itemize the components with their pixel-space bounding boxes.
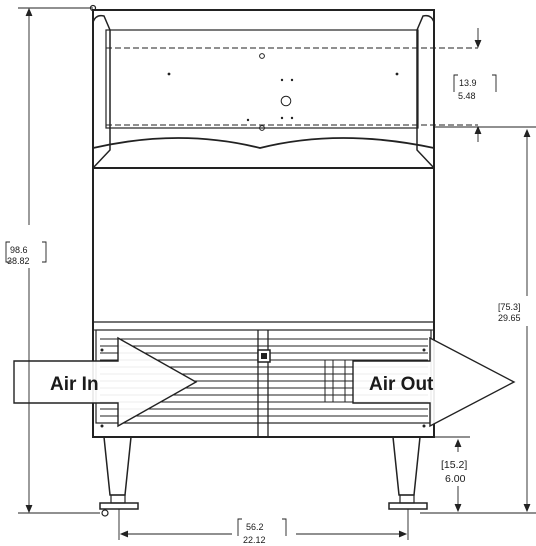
top-offset-dimension: 13.9 5.48 xyxy=(453,74,497,101)
overall-height-imperial: 38.82 xyxy=(7,256,30,266)
base-width-imperial: 22.12 xyxy=(243,535,266,545)
body-height-dimension: [75.3] 29.65 xyxy=(498,302,521,323)
air-in-label: Air In xyxy=(50,374,99,395)
base-width-dimension: 56.2 22.12 xyxy=(237,518,287,545)
leg-height-metric: [15.2] xyxy=(441,459,467,471)
dimension-labels: 98.6 38.82 13.9 5.48 [75.3] 29.65 [15.2]… xyxy=(5,74,521,545)
body-height-imperial: 29.65 xyxy=(498,313,521,323)
dimension-lines xyxy=(18,7,536,540)
top-offset-imperial: 5.48 xyxy=(458,91,476,101)
base-width-metric: 56.2 xyxy=(246,522,264,532)
body-height-metric: [75.3] xyxy=(498,302,521,312)
overall-height-metric: 98.6 xyxy=(10,245,28,255)
air-in-arrow: Air In xyxy=(13,336,198,428)
top-offset-metric: 13.9 xyxy=(459,78,477,88)
legs xyxy=(89,4,428,517)
overall-height-dimension: 98.6 38.82 xyxy=(5,241,47,266)
air-out-arrow: Air Out xyxy=(352,336,516,428)
leg-height-dimension: [15.2] 6.00 xyxy=(441,459,467,485)
top-head-section xyxy=(92,9,478,169)
air-out-label: Air Out xyxy=(369,374,434,395)
leg-height-imperial: 6.00 xyxy=(445,473,466,485)
